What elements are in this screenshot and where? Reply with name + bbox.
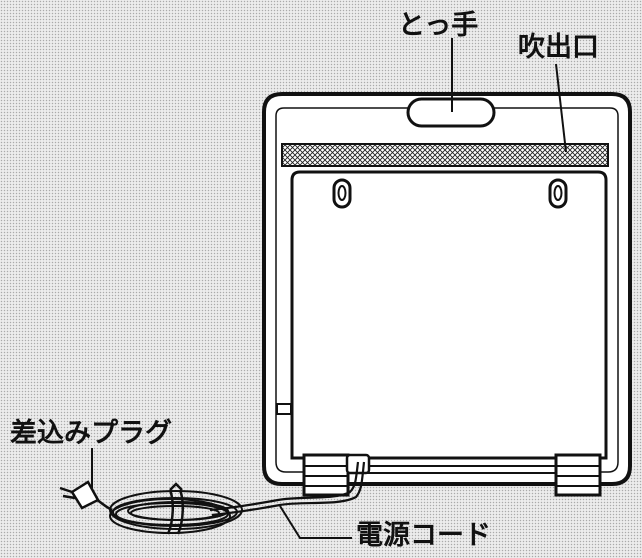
back-panel	[290, 170, 608, 460]
mount-slot-left	[332, 178, 352, 209]
foot-left	[302, 453, 350, 497]
cord-tie	[166, 482, 184, 535]
leader-outlet	[555, 63, 567, 153]
plug-head	[59, 480, 100, 510]
foot-right	[554, 453, 602, 497]
label-power-cord: 電源コード	[356, 520, 491, 551]
label-handle: とっ手	[398, 10, 479, 41]
leader-cord	[279, 505, 352, 539]
cord-coil	[109, 490, 243, 534]
label-plug: 差込みプラグ	[10, 418, 172, 449]
mount-slot-right	[548, 178, 568, 209]
side-switch	[276, 403, 292, 415]
outlet-grille	[281, 143, 609, 167]
heater-frame	[275, 107, 619, 473]
power-cord	[209, 461, 366, 517]
label-outlet: 吹出口	[518, 32, 599, 63]
